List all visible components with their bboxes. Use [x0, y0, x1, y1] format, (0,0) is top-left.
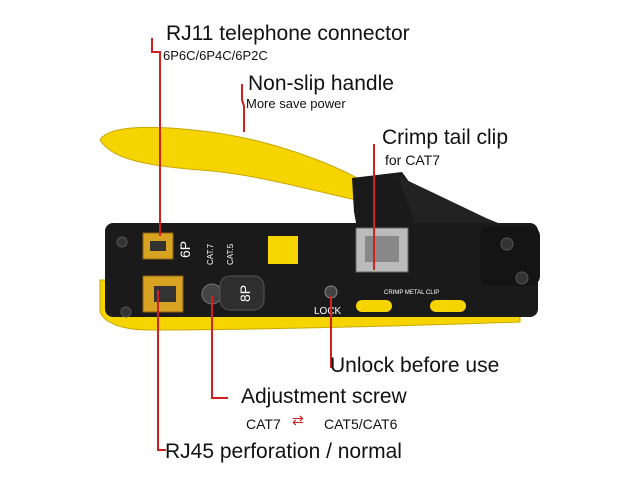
- label-adjust-left: CAT7: [246, 416, 281, 432]
- marking-cat5: CAT.5: [226, 243, 235, 265]
- leader-handle: [241, 84, 245, 132]
- rivet: [116, 236, 128, 248]
- knob-slot: [219, 275, 265, 311]
- marking-cat7: CAT.7: [206, 243, 215, 265]
- leader-lines: [151, 38, 375, 451]
- slot-8p-inner: [154, 286, 176, 302]
- slot-6p-inner: [150, 241, 166, 251]
- release-pad: [356, 300, 392, 312]
- label-adjust-right: CAT5/CAT6: [324, 416, 398, 432]
- leader-adjust: [211, 296, 228, 399]
- upper-handle: [99, 126, 377, 205]
- rivet: [120, 306, 132, 318]
- label-adjust-title: Adjustment screw: [241, 385, 407, 408]
- release-pad: [430, 300, 466, 312]
- tool-body-right: [480, 226, 540, 286]
- rivet: [500, 237, 514, 251]
- leader-rj45: [157, 290, 166, 451]
- label-handle-subtitle: More save power: [246, 96, 346, 111]
- leader-rj11: [151, 38, 161, 236]
- label-handle-title: Non-slip handle: [248, 72, 394, 95]
- marking-6p: 6P: [177, 241, 193, 258]
- crimp-window: [355, 227, 409, 273]
- label-unlock: Unlock before use: [330, 354, 500, 377]
- marking-lock: LOCK: [314, 306, 342, 317]
- label-rj11-subtitle: 6P6C/6P4C/6P2C: [163, 48, 268, 63]
- label-crimp-subtitle: for CAT7: [385, 152, 440, 168]
- label-crimp-title: Crimp tail clip: [382, 126, 509, 149]
- yellow-side: [268, 236, 298, 264]
- upper-handle-tip: [398, 176, 520, 238]
- marking-crimp-metal-clip: CRIMP METAL CLIP: [384, 290, 439, 296]
- rivet: [515, 271, 529, 285]
- crimp-window-inner: [365, 236, 399, 262]
- marking-8p: 8P: [237, 285, 253, 302]
- swap-arrows-icon: ⇄: [292, 412, 304, 428]
- label-rj45: RJ45 perforation / normal: [165, 440, 402, 463]
- label-rj11-title: RJ11 telephone connector: [166, 22, 410, 45]
